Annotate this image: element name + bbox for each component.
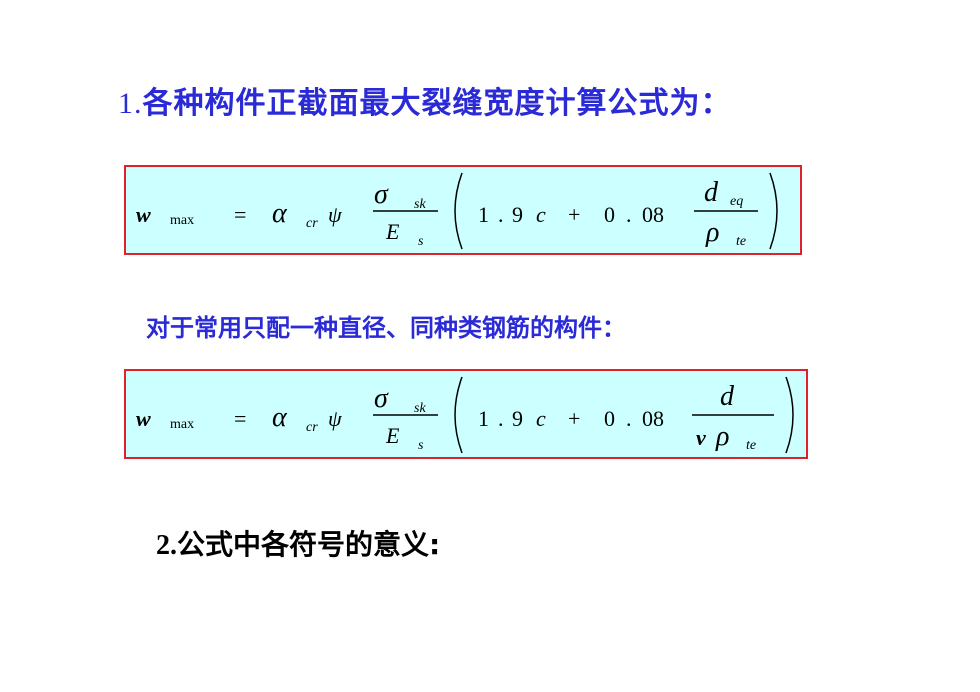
const-0-08-dot: . (626, 406, 632, 431)
subscript-s: s (418, 438, 424, 453)
heading-symbols-meaning: 2.公式中各符号的意义: (156, 523, 440, 563)
const-0-08-a: 0 (604, 406, 615, 431)
const-1-9-b: 9 (512, 202, 523, 227)
symbol-E: E (385, 423, 400, 448)
symbol-psi: ψ (328, 202, 342, 227)
symbol-sigma: σ (374, 383, 389, 414)
symbol-c: c (536, 202, 546, 227)
heading-text: 各种构件正截面最大裂缝宽度计算公式为： (142, 86, 732, 121)
heading-number: 1. (118, 87, 143, 120)
left-paren (454, 376, 463, 454)
symbol-sigma: σ (374, 179, 389, 210)
formula-general-svg: w max = α cr ψ σ sk E s 1 . 9 c + 0 . 08… (136, 172, 778, 250)
const-0-08-b: 08 (642, 202, 664, 227)
const-1-9-dot: . (498, 202, 504, 227)
const-1-9-b: 9 (512, 406, 523, 431)
formula-box-general: w max = α cr ψ σ sk E s 1 . 9 c + 0 . 08… (124, 165, 802, 255)
equals-sign: = (234, 202, 246, 227)
subscript-max: max (170, 213, 194, 228)
const-0-08-a: 0 (604, 202, 615, 227)
symbol-c: c (536, 406, 546, 431)
symbol-psi: ψ (328, 406, 342, 431)
subscript-cr: cr (306, 216, 318, 231)
symbol-w: w (136, 202, 151, 227)
right-paren (769, 172, 778, 250)
subscript-te: te (746, 438, 756, 453)
symbol-rho: ρ (705, 217, 719, 248)
const-0-08-b: 08 (642, 406, 664, 431)
subscript-sk: sk (414, 197, 426, 212)
left-paren (454, 172, 463, 250)
heading-formula-title: 1.各种构件正截面最大裂缝宽度计算公式为： (118, 78, 732, 122)
subscript-s: s (418, 234, 424, 249)
formula-simplified-svg: w max = α cr ψ σ sk E s 1 . 9 c + 0 . 08… (136, 376, 794, 454)
subscript-eq: eq (730, 194, 743, 209)
symbol-v: v (696, 425, 706, 450)
subscript-sk: sk (414, 401, 426, 416)
heading2-text: 公式中各符号的意义: (177, 528, 441, 561)
const-0-08-dot: . (626, 202, 632, 227)
subscript-cr: cr (306, 420, 318, 435)
symbol-w: w (136, 406, 151, 431)
const-1-9-a: 1 (478, 406, 489, 431)
plus-sign: + (568, 406, 580, 431)
symbol-alpha: α (272, 402, 288, 433)
right-paren (785, 376, 794, 454)
symbol-alpha: α (272, 198, 288, 229)
subscript-max: max (170, 417, 194, 432)
symbol-d: d (704, 177, 719, 208)
subscript-te: te (736, 234, 746, 249)
equals-sign: = (234, 406, 246, 431)
formula-box-simplified: w max = α cr ψ σ sk E s 1 . 9 c + 0 . 08… (124, 369, 808, 459)
symbol-d: d (720, 381, 735, 412)
plus-sign: + (568, 202, 580, 227)
const-1-9-dot: . (498, 406, 504, 431)
symbol-rho: ρ (715, 421, 729, 452)
symbol-E: E (385, 219, 400, 244)
subheading-note: 对于常用只配一种直径、同种类钢筋的构件： (146, 314, 626, 342)
const-1-9-a: 1 (478, 202, 489, 227)
heading2-number: 2. (156, 530, 177, 561)
